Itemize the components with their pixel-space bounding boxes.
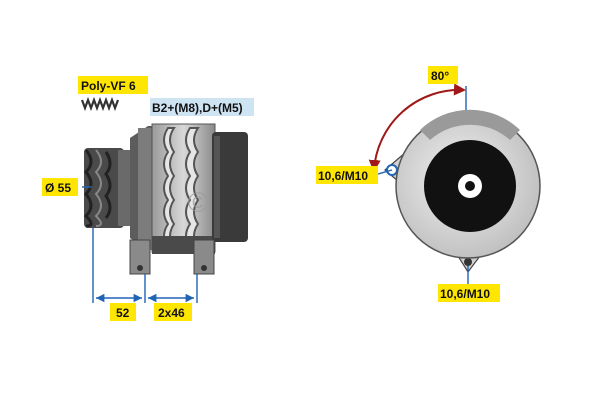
housing-top-shade xyxy=(420,109,520,140)
mount-bottom-text: 10,6/M10 xyxy=(440,287,490,301)
angle-label: 80° xyxy=(428,66,458,84)
pulley xyxy=(83,148,130,228)
mounting-feet xyxy=(129,239,215,275)
front-view xyxy=(368,83,541,284)
mount-hole-bottom xyxy=(464,258,472,266)
shaft-center xyxy=(465,181,475,191)
angle-arc xyxy=(368,83,466,172)
dimension-text-52: 52 xyxy=(116,306,130,320)
belt-label-text: Poly-VF 6 xyxy=(81,79,136,93)
rear-cover xyxy=(212,132,248,242)
angle-label-text: 80° xyxy=(431,69,449,83)
dimension-text-2x46: 2x46 xyxy=(158,306,185,320)
mount-left-leader xyxy=(377,169,393,175)
mount-left-label: 10,6/M10 xyxy=(316,166,378,184)
dimension-label-2x46: 2x46 xyxy=(154,303,192,321)
dimension-label-52: 52 xyxy=(110,303,136,321)
belt-label: Poly-VF 6 xyxy=(78,76,148,94)
mount-left-text: 10,6/M10 xyxy=(318,169,368,183)
terminal-label: B2+(M8),D+(M5) xyxy=(150,98,254,116)
pulley-diameter-text: Ø 55 xyxy=(45,181,71,195)
mount-bottom-label: 10,6/M10 xyxy=(438,284,500,302)
pulley-diameter-label: Ø 55 xyxy=(42,178,78,196)
copyright-watermark: © xyxy=(188,187,209,218)
side-view: © xyxy=(80,96,248,303)
terminal-label-text: B2+(M8),D+(M5) xyxy=(152,101,243,115)
poly-v-belt-icon xyxy=(80,96,120,112)
